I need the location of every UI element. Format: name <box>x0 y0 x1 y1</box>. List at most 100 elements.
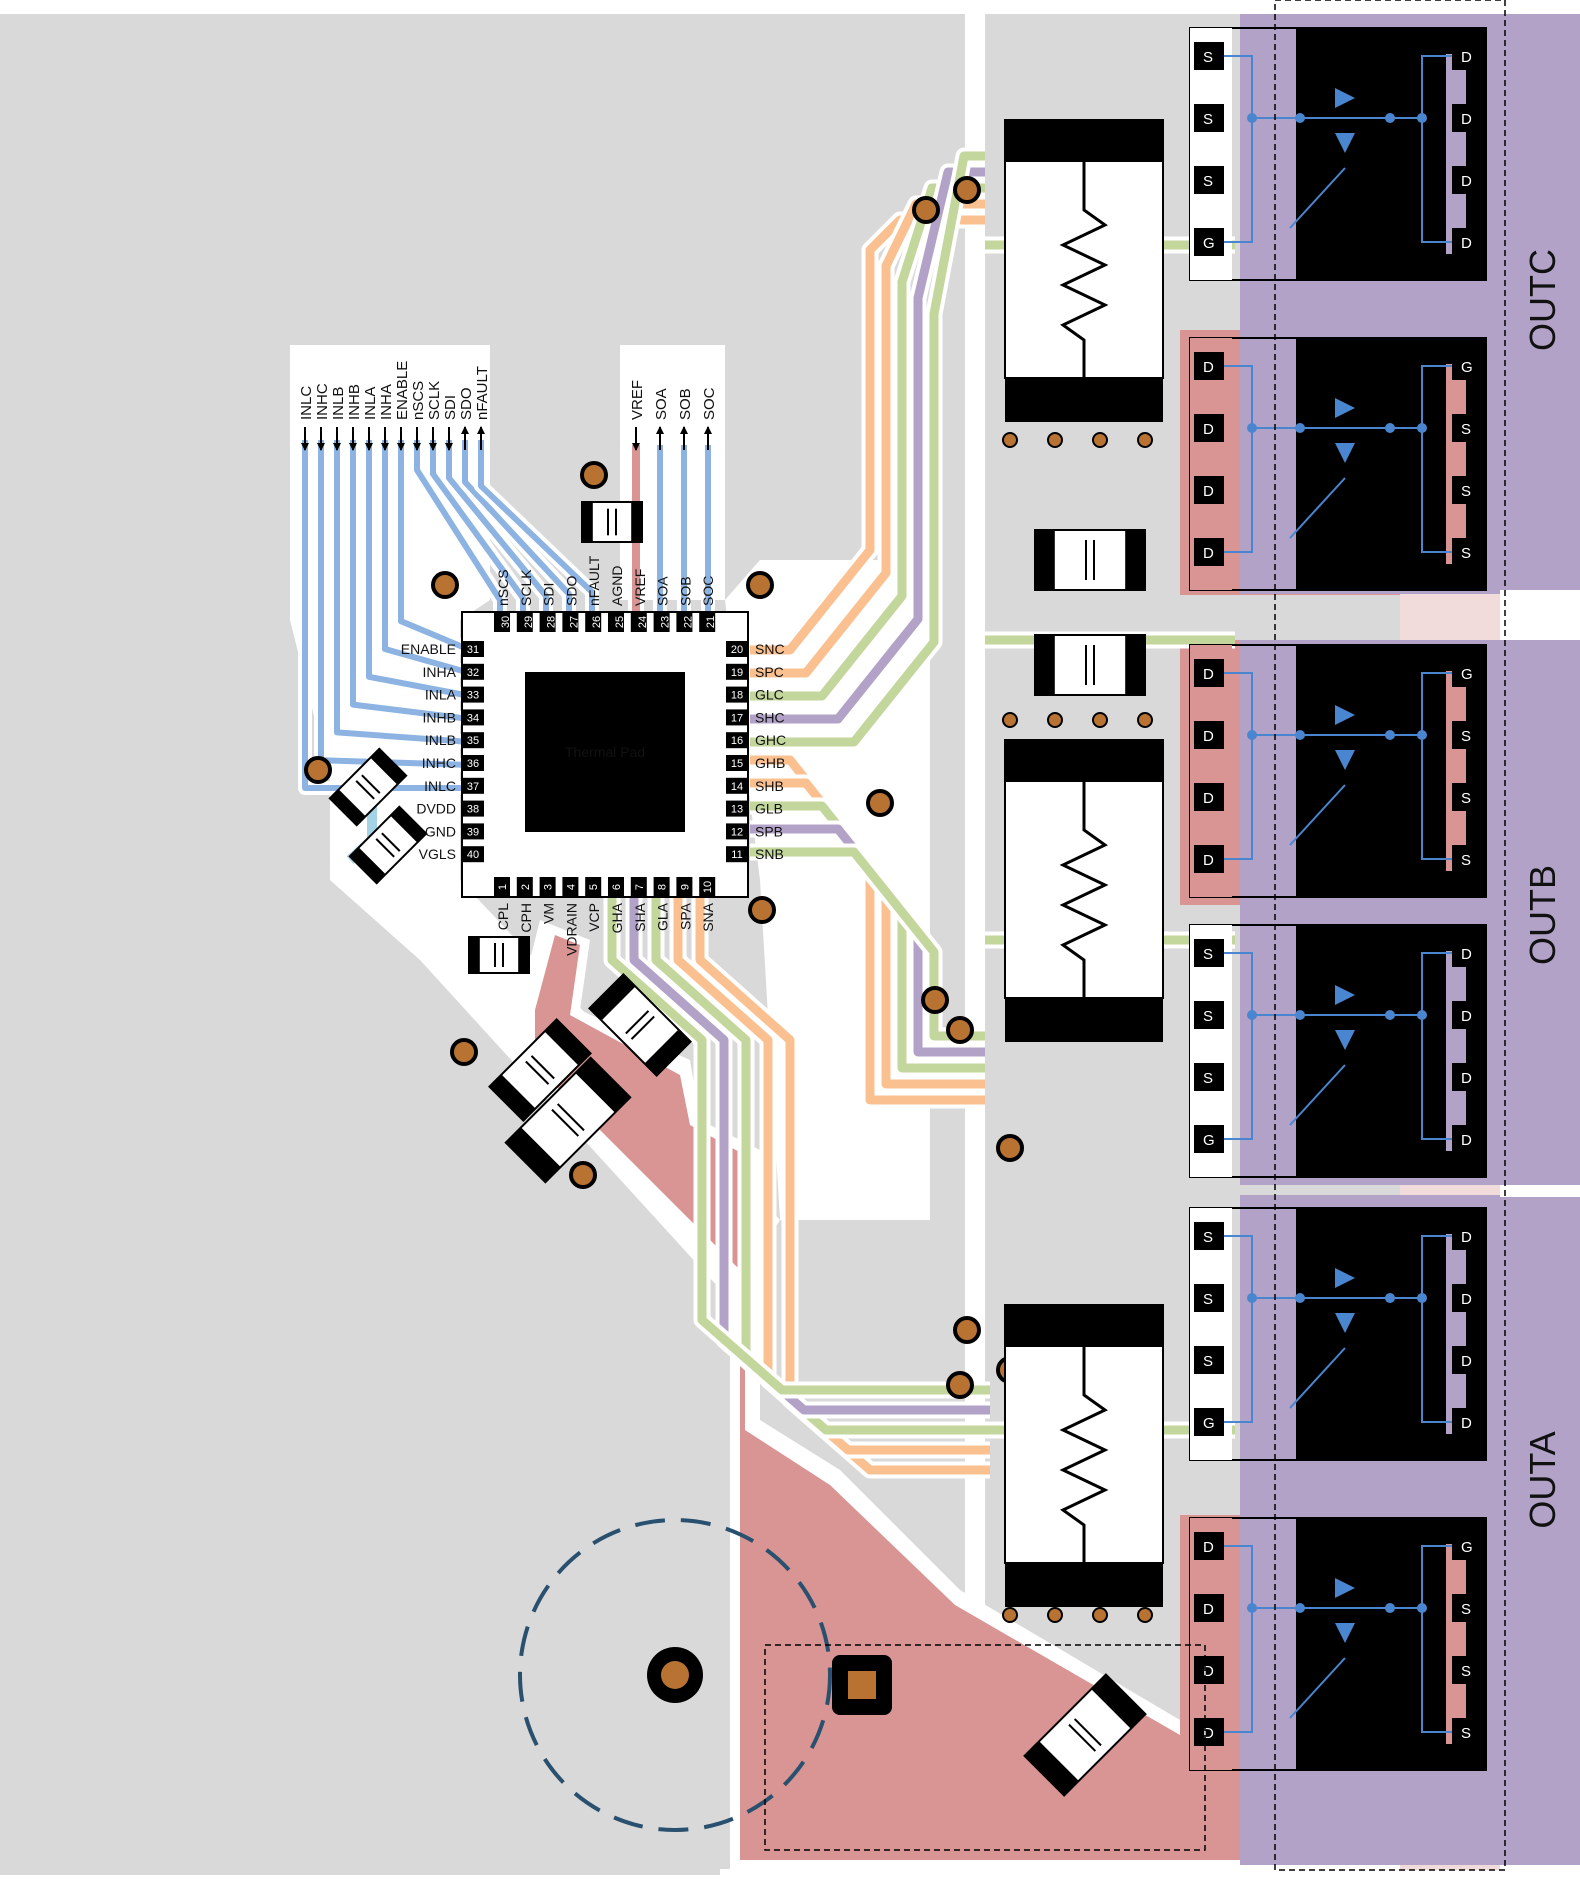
ic-pin-bottom-label-6: GHA <box>609 902 625 933</box>
ic-pin-top-num-21: 21 <box>705 616 717 628</box>
connector-label-SDO: SDO <box>458 387 475 420</box>
mosfet-a-high-gate-wire <box>1289 1347 1346 1409</box>
mosfet-c-low-pin-right-label-0: G <box>1461 359 1473 376</box>
mosfet-c-high-pin-right-1 <box>1452 104 1482 132</box>
ic-pin-bottom-num-10: 10 <box>702 881 714 893</box>
ic-pin-right-17 <box>726 709 748 726</box>
ic-pin-bottom-2 <box>516 877 533 897</box>
ic-pin-left-32 <box>462 663 484 680</box>
mosfet-c-low-pin-right-label-1: S <box>1461 421 1471 438</box>
via-17 <box>953 1316 981 1344</box>
mosfet-a-high-fet-icon <box>1335 1313 1355 1333</box>
thermal-pad-label: Thermal Pad <box>565 744 645 760</box>
cap-vm-bulk-pad-a <box>505 1127 561 1183</box>
cap-vm-plate-a <box>525 1060 550 1085</box>
output-label-b: OUTB <box>1522 865 1563 965</box>
cap-vcp-plate-a <box>625 1010 650 1035</box>
mosfet-c-high-pin-left-0 <box>1194 42 1224 70</box>
ic-pin-left-label-37: INLC <box>424 778 456 794</box>
ic-pin-top-label-27: SDO <box>563 576 579 606</box>
cap-dvdd-pad-b <box>370 748 407 785</box>
mosfet-b-high-wire-right <box>1421 672 1452 860</box>
mosfet-c-low-wire-right <box>1421 365 1452 553</box>
sense-resistor-b <box>1004 739 1164 1042</box>
ic-pin-left-num-32: 32 <box>467 667 479 679</box>
power-terminal-core <box>848 1671 876 1699</box>
mosfet-c-low-gate-wire <box>1289 477 1346 539</box>
mosfet-a-low-node-0 <box>1247 1603 1257 1613</box>
ic-pin-right-num-19: 19 <box>731 667 743 679</box>
cap-vm-pad-b <box>544 1019 591 1066</box>
cap-vm-bulk-plate-a <box>551 1108 580 1137</box>
ic-pin-left-35 <box>462 732 484 749</box>
ic-pin-right-20 <box>726 641 748 657</box>
ic-pin-top-num-26: 26 <box>591 616 603 628</box>
ic-pin-right-label-13: GLB <box>755 801 783 817</box>
mosfet-a-high-wire-right <box>1421 1235 1452 1423</box>
mosfet-b-high-pin-right-label-0: G <box>1461 666 1473 683</box>
ic-pin-left-num-39: 39 <box>467 826 479 838</box>
mosfet-a-high-pin-left-label-2: S <box>1203 1353 1213 1370</box>
mosfet-a-high-node-2 <box>1385 1293 1395 1303</box>
mosfet-c-high-pin-right-label-1: D <box>1461 111 1472 128</box>
ic-pin-right-num-11: 11 <box>731 849 742 861</box>
ic-pin-left-num-34: 34 <box>467 712 479 724</box>
mosfet-b-low-pin-right-3 <box>1452 1125 1482 1153</box>
mosfet-a-high-pin-right-0 <box>1452 1222 1482 1250</box>
mosfet-b-low-pin-right-0 <box>1452 939 1482 967</box>
mosfet-b-low-pin-left-label-2: S <box>1203 1070 1213 1087</box>
mosfet-c-high-pin-left-label-1: S <box>1203 111 1213 128</box>
connector-label-SDI: SDI <box>442 395 459 420</box>
phase-gap-cb <box>1500 590 1580 640</box>
output-label-a: OUTA <box>1522 1431 1563 1528</box>
mosfet-c-low-die <box>1296 364 1446 564</box>
phase-a-trace-1 <box>673 880 990 1455</box>
mosfet-a-high-pin-left-0 <box>1194 1222 1224 1250</box>
via-44 <box>1092 1607 1108 1623</box>
ic-pin-top-28 <box>539 612 556 632</box>
ic-pin-bottom-6 <box>608 877 624 897</box>
mosfet-b-high-node-3 <box>1417 730 1427 740</box>
via-35 <box>1047 432 1063 448</box>
mosfet-b-high-pin-left-0 <box>1194 659 1224 687</box>
ic-pin-top-21 <box>699 612 716 632</box>
ic-pin-top-24 <box>630 612 647 632</box>
ic-pin-bottom-label-1: CPL <box>495 903 511 930</box>
mosfet-c-low-fet-icon <box>1335 443 1355 463</box>
mosfet-a-low-wire-right <box>1421 1545 1452 1733</box>
mosfet-c-low-pin-right-1 <box>1452 414 1482 442</box>
vm-power-plane <box>535 935 1410 1860</box>
cap-dvdd <box>328 747 408 827</box>
mounting-hole-keepout <box>518 1518 832 1832</box>
via-45 <box>1137 1607 1153 1623</box>
mosfet-b-high-die <box>1296 671 1446 871</box>
mosfet-a-high-pin-left-label-0: S <box>1203 1229 1213 1246</box>
ic-pin-right-16 <box>726 732 748 749</box>
ic-pin-right-label-14: SHB <box>755 778 784 794</box>
mosfet-c-low-pin-left-1 <box>1194 414 1224 442</box>
ic-pin-right-label-11: SNB <box>755 846 784 862</box>
ic-pin-bottom-10 <box>699 877 716 897</box>
ic-pin-bottom-label-10: SNA <box>700 902 716 931</box>
sense-resistor-c-pad-bottom <box>1005 378 1163 422</box>
ic-pin-bottom-5 <box>585 877 602 897</box>
connector-label-INHA: INHA <box>378 384 395 420</box>
mosfet-c-high-gate-wire <box>1289 167 1346 229</box>
mosfet-a-high-die <box>1296 1234 1446 1434</box>
phase-a-trace-4 <box>607 880 990 1395</box>
spi-trace-9 <box>446 440 549 620</box>
mosfet-b-high-pin-left-3 <box>1194 845 1224 873</box>
mosfet-b-low-diode-icon <box>1335 985 1355 1005</box>
via-2 <box>746 571 774 599</box>
mosfet-a-high-pin-right-label-3: D <box>1461 1415 1472 1432</box>
ic-pin-top-num-24: 24 <box>637 616 649 628</box>
via-21 <box>946 1016 974 1044</box>
mosfet-c-low-pin-right-2 <box>1452 476 1482 504</box>
mosfet-c-low-wire-left <box>1224 365 1253 553</box>
mosfet-b-high-pin-left-label-0: D <box>1203 666 1214 683</box>
mosfet-a-low-diode-icon <box>1335 1578 1355 1598</box>
mosfet-a-low-pin-right-label-1: S <box>1461 1601 1471 1618</box>
via-36 <box>1092 432 1108 448</box>
ic-pin-right-num-12: 12 <box>731 826 743 838</box>
ic-pin-top-25 <box>608 612 624 632</box>
